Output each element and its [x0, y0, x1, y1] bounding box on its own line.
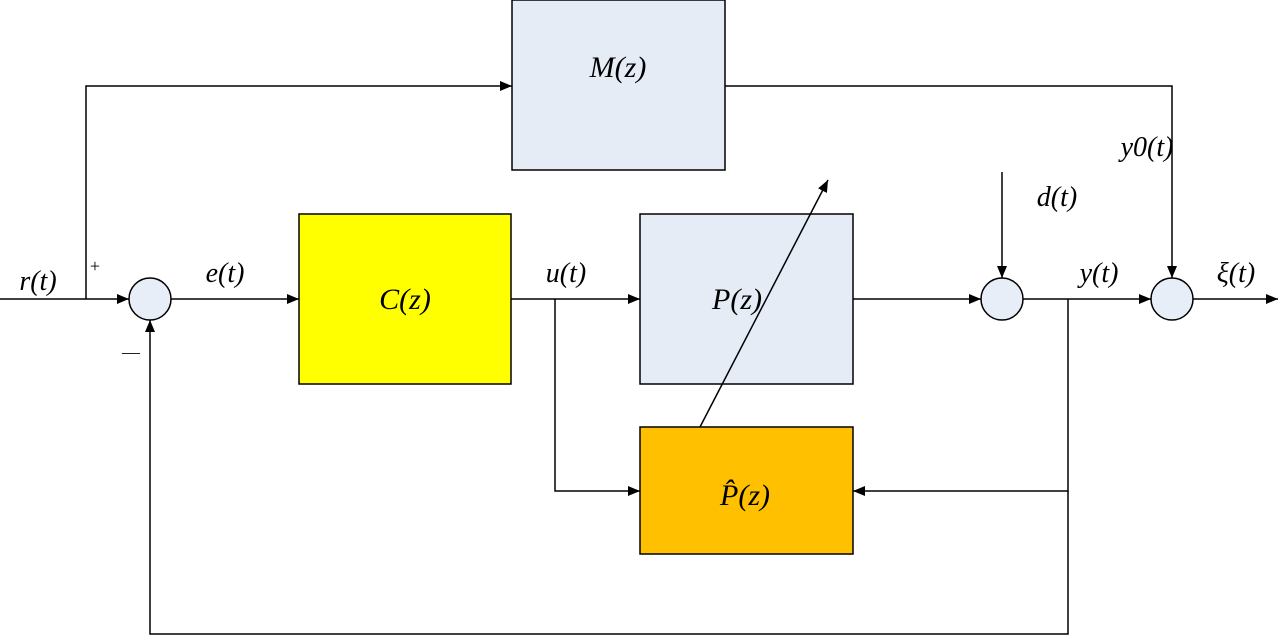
- adaptation-arrow: [699, 179, 829, 428]
- signal-e-label: e(t): [206, 258, 245, 289]
- block-p-label: P(z): [711, 283, 762, 316]
- block-c: [298, 213, 512, 385]
- wire-r-to-m: [85, 81, 512, 299]
- block-phat: [639, 426, 854, 555]
- block-m-label: M(z): [589, 51, 647, 84]
- signal-y-label: y(t): [1077, 258, 1119, 289]
- signal-y0-label: y0(t): [1118, 132, 1174, 163]
- sign-plus: +: [90, 256, 100, 276]
- signal-xi-label: ξ(t): [1217, 258, 1255, 289]
- block-m: [511, 0, 726, 171]
- wire-u-to-phat: [554, 299, 640, 496]
- sign-minus: —: [121, 342, 141, 362]
- block-phat-label: P̂(z): [719, 479, 770, 512]
- block-p: [639, 213, 854, 385]
- signal-r-label: r(t): [19, 266, 56, 297]
- sum-junction-disturbance: [980, 277, 1024, 321]
- signal-d-label: d(t): [1037, 182, 1077, 213]
- signal-u-label: u(t): [546, 258, 586, 289]
- block-c-label: C(z): [379, 283, 431, 316]
- sum-junction-error: [128, 277, 172, 321]
- wire-y0: [725, 85, 1177, 278]
- wire-y-to-phat: [853, 299, 1069, 496]
- wire-feedback: [145, 320, 1069, 635]
- sum-junction-output: [1150, 277, 1194, 321]
